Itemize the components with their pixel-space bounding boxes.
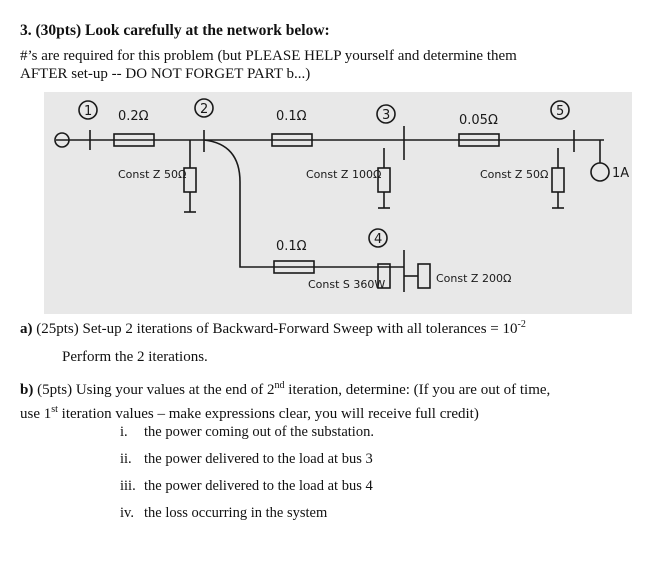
impedance-box-1 [113, 133, 155, 147]
bus-3-circle [376, 104, 396, 124]
list-item-number: ii. [120, 451, 132, 467]
part-a-text: (25pts) Set-up 2 iterations of Backward-… [32, 321, 518, 337]
part-b-text-1: (5pts) Using your values at the end of 2 [33, 382, 275, 398]
part-b-text-4: iteration values – make expressions clea… [57, 406, 479, 422]
list-item-number: i. [120, 424, 128, 440]
impedance-box-3 [458, 133, 500, 147]
part-a-exponent: -2 [517, 319, 526, 330]
part-a-label: a) [20, 321, 33, 337]
load-bus5-label: Const Z 50Ω [480, 168, 548, 181]
feeder-source-icon [54, 132, 70, 148]
source-current-label: 1A [612, 166, 629, 181]
bus-3-label: 3 [382, 108, 390, 123]
bus-4-label: 4 [374, 232, 382, 247]
load-bus4-s-label: Const S 360W [308, 278, 385, 291]
list-item: iv. the loss occurring in the system [120, 505, 327, 522]
bus-2-circle [194, 98, 214, 118]
load-bus4-z-label: Const Z 200Ω [436, 272, 511, 285]
load-box-bus4-s [377, 263, 391, 289]
load-box-bus4-z [417, 263, 431, 289]
impedance-3-label: 0.05Ω [459, 113, 498, 128]
part-b-sup-2: st [51, 404, 58, 415]
problem-title: 3. (30pts) Look carefully at the network… [20, 22, 330, 39]
list-item-number: iv. [120, 505, 134, 521]
bus-1-circle [78, 100, 98, 120]
impedance-4-label: 0.1Ω [276, 239, 307, 254]
list-item-text: the power coming out of the substation. [144, 424, 374, 440]
impedance-box-2 [271, 133, 313, 147]
impedance-1-label: 0.2Ω [118, 109, 149, 124]
intro-line-2: AFTER set-up -- DO NOT FORGET PART b...) [20, 66, 311, 82]
list-item-text: the loss occurring in the system [144, 505, 328, 521]
current-source-icon [590, 162, 610, 182]
part-b: b) (5pts) Using your values at the end o… [20, 376, 640, 424]
load-box-bus5 [551, 167, 565, 193]
intro-line-1: #’s are required for this problem (but P… [20, 48, 517, 64]
bus-5-circle [550, 100, 570, 120]
bus-2-label: 2 [200, 102, 208, 117]
list-item-text: the power delivered to the load at bus 3 [144, 451, 373, 467]
list-item: i. the power coming out of the substation… [120, 424, 374, 441]
impedance-2-label: 0.1Ω [276, 109, 307, 124]
problem-intro: #’s are required for this problem (but P… [20, 47, 620, 83]
part-a-sub: Perform the 2 iterations. [62, 349, 208, 365]
bus-4-circle [368, 228, 388, 248]
list-item: iii. the power delivered to the load at b… [120, 478, 373, 495]
bus-1-label: 1 [84, 104, 92, 119]
load-bus2-label: Const Z 50Ω [118, 168, 186, 181]
part-a: a) (25pts) Set-up 2 iterations of Backwa… [20, 319, 526, 338]
load-bus3-label: Const Z 100Ω [306, 168, 381, 181]
list-item-text: the power delivered to the load at bus 4 [144, 478, 373, 494]
branch-line [203, 139, 404, 268]
network-schematic: 1 2 3 4 5 0.2Ω 0.1Ω 0.05Ω 0.1Ω Const Z 5… [54, 98, 629, 292]
part-b-sup-1: nd [274, 380, 285, 391]
list-item-number: iii. [120, 478, 136, 494]
impedance-box-4 [273, 260, 315, 274]
bus-5-label: 5 [556, 104, 564, 119]
part-b-text-3: use 1 [20, 406, 52, 422]
list-item: ii. the power delivered to the load at bu… [120, 451, 373, 468]
part-b-label: b) [20, 382, 34, 398]
part-b-text-2: iteration, determine: (If you are out of… [284, 382, 551, 398]
network-diagram: 1 2 3 4 5 0.2Ω 0.1Ω 0.05Ω 0.1Ω Const Z 5… [44, 92, 632, 314]
